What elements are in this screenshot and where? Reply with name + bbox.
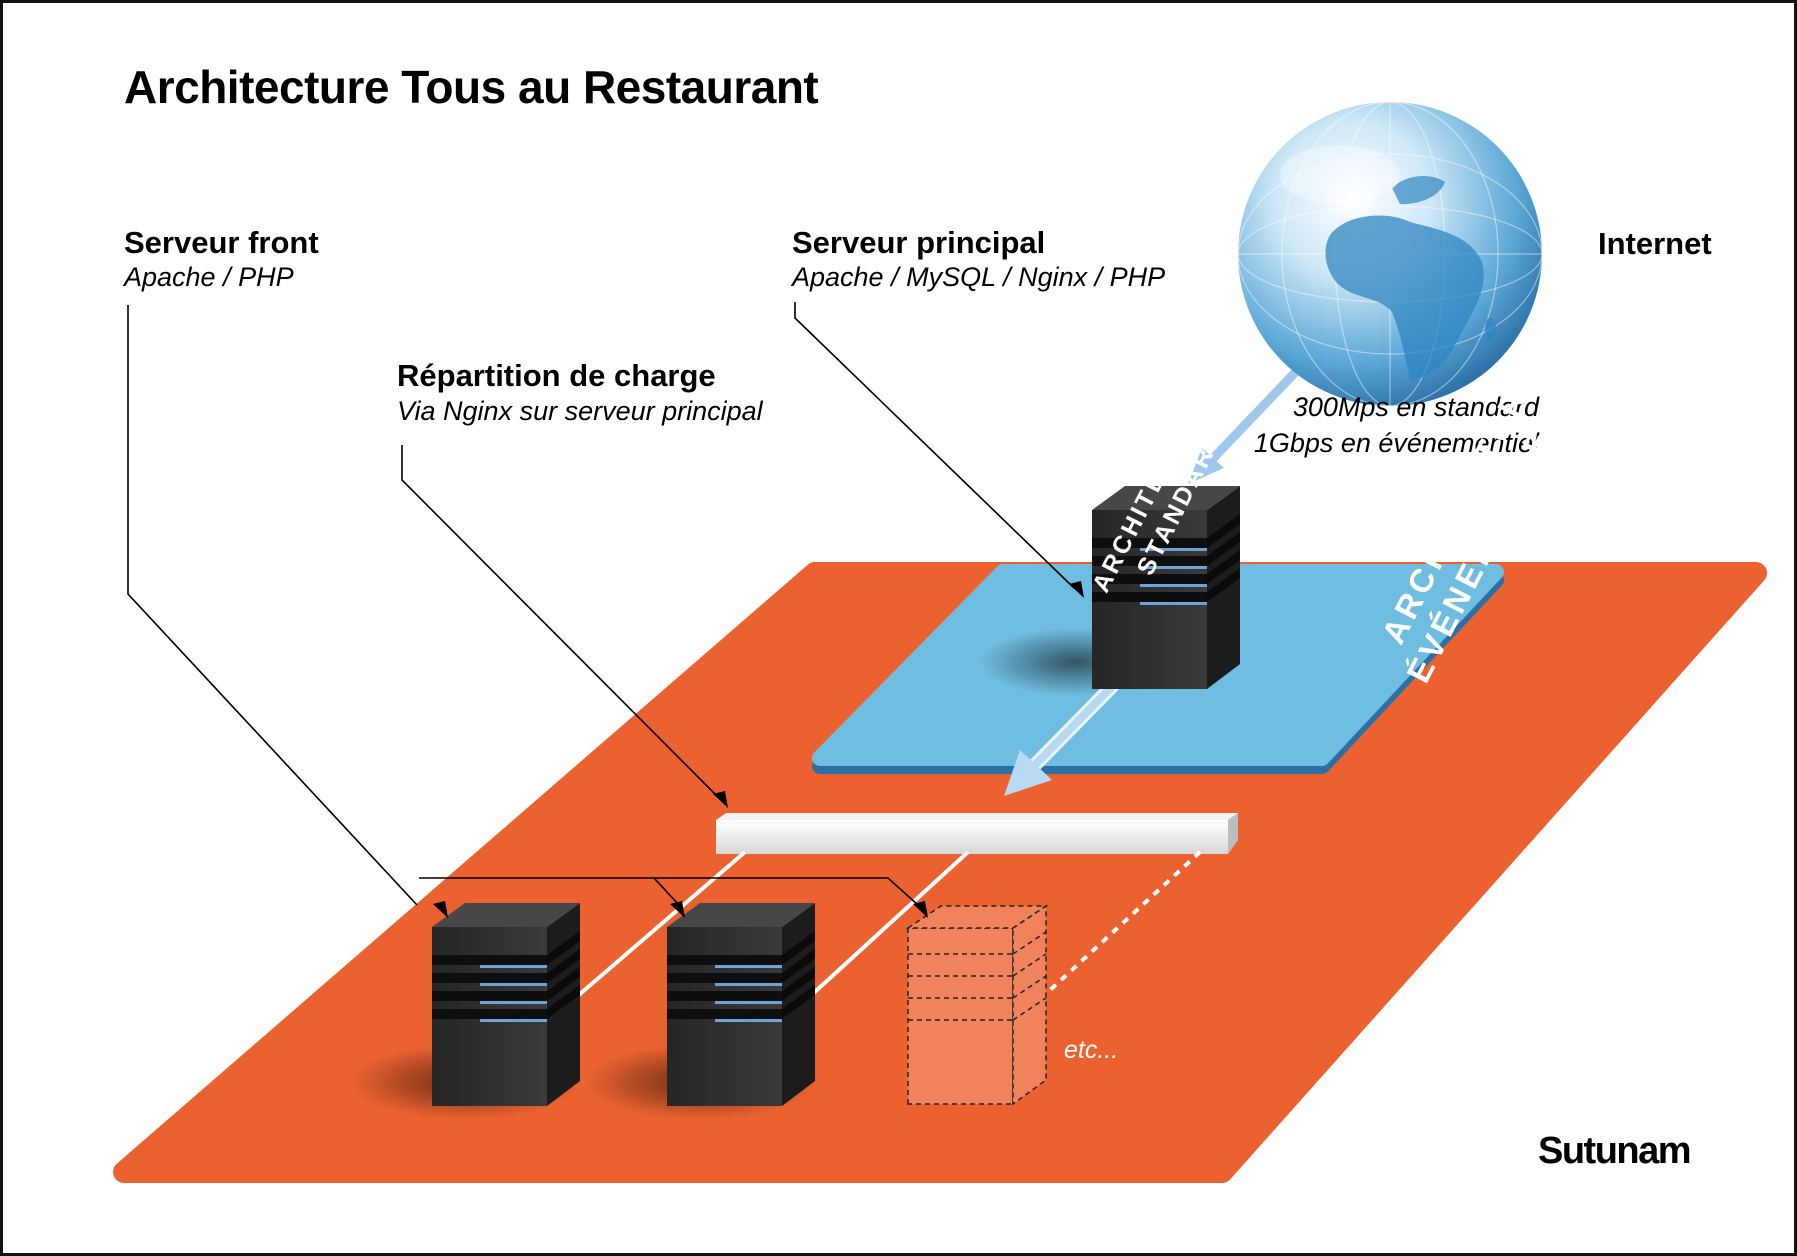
front-server-2 xyxy=(667,903,815,1106)
load-balancer-bar xyxy=(716,813,1238,854)
leader-arrowheads xyxy=(433,581,1084,918)
front-server-1 xyxy=(432,903,580,1106)
main-server xyxy=(1092,486,1240,689)
placeholder-server xyxy=(905,904,1049,1106)
etc-label: etc... xyxy=(1064,1036,1119,1064)
bandwidth-event: 1Gbps en événementiel xyxy=(1253,428,1539,458)
main-server-heading: Serveur principal xyxy=(792,225,1046,260)
front-server-stack: Apache / PHP xyxy=(124,262,294,292)
page-title: Architecture Tous au Restaurant xyxy=(124,61,819,113)
main-server-stack: Apache / MySQL / Nginx / PHP xyxy=(792,262,1166,292)
load-balancing-detail: Via Nginx sur serveur principal xyxy=(397,396,763,426)
leader-lines xyxy=(127,302,1075,906)
globe-icon xyxy=(1237,101,1543,407)
sutunam-logo: Sutunam xyxy=(1538,1130,1692,1172)
front-server-heading: Serveur front xyxy=(124,225,319,260)
bandwidth-standard: 300Mps en standard xyxy=(1292,392,1539,422)
balancer-connections xyxy=(571,850,1202,1002)
load-balancing-heading: Répartition de charge xyxy=(397,358,716,393)
internet-label: Internet xyxy=(1598,226,1712,261)
